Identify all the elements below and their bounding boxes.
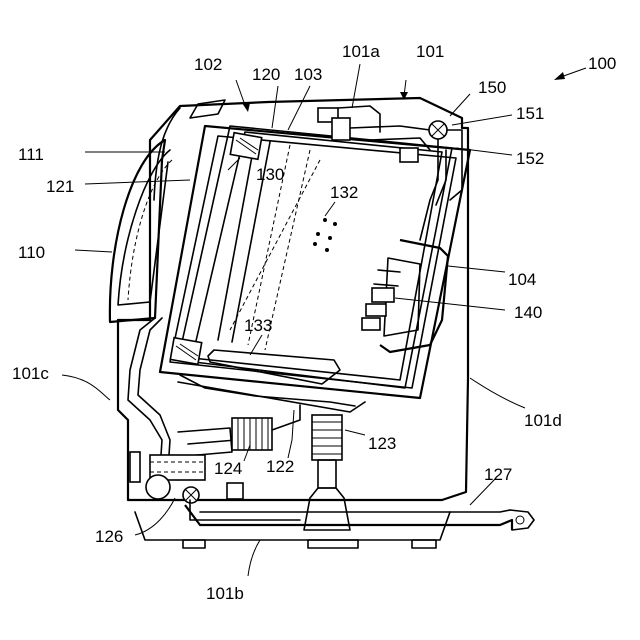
label-123: 123 (368, 434, 396, 453)
water-supply (318, 106, 462, 240)
door (110, 140, 172, 322)
label-122: 122 (266, 457, 294, 476)
front-drain-hose (128, 318, 170, 470)
label-101d: 101d (524, 411, 562, 430)
label-133: 133 (244, 316, 272, 335)
tub-and-drum (160, 126, 470, 412)
label-101: 101 (416, 42, 444, 61)
label-150: 150 (478, 78, 506, 97)
label-104: 104 (508, 270, 536, 289)
label-140: 140 (514, 303, 542, 322)
label-100: 100 (588, 54, 616, 73)
label-151: 151 (516, 104, 544, 123)
reference-labels: 100 101 101a 101b 101c 101d 102 103 104 … (12, 42, 616, 603)
label-132: 132 (330, 183, 358, 202)
label-152: 152 (516, 149, 544, 168)
drain-pipe (185, 505, 534, 530)
label-101c: 101c (12, 364, 49, 383)
label-126: 126 (95, 527, 123, 546)
label-111: 111 (18, 145, 44, 164)
label-120: 120 (252, 65, 280, 84)
label-101b: 101b (206, 584, 244, 603)
label-124: 124 (214, 459, 242, 478)
label-127: 127 (484, 465, 512, 484)
label-110: 110 (18, 243, 45, 262)
label-103: 103 (294, 65, 322, 84)
label-101a: 101a (342, 42, 380, 61)
motor (362, 240, 448, 352)
label-121: 121 (46, 177, 74, 196)
label-102: 102 (194, 55, 222, 74)
label-130: 130 (256, 165, 284, 184)
